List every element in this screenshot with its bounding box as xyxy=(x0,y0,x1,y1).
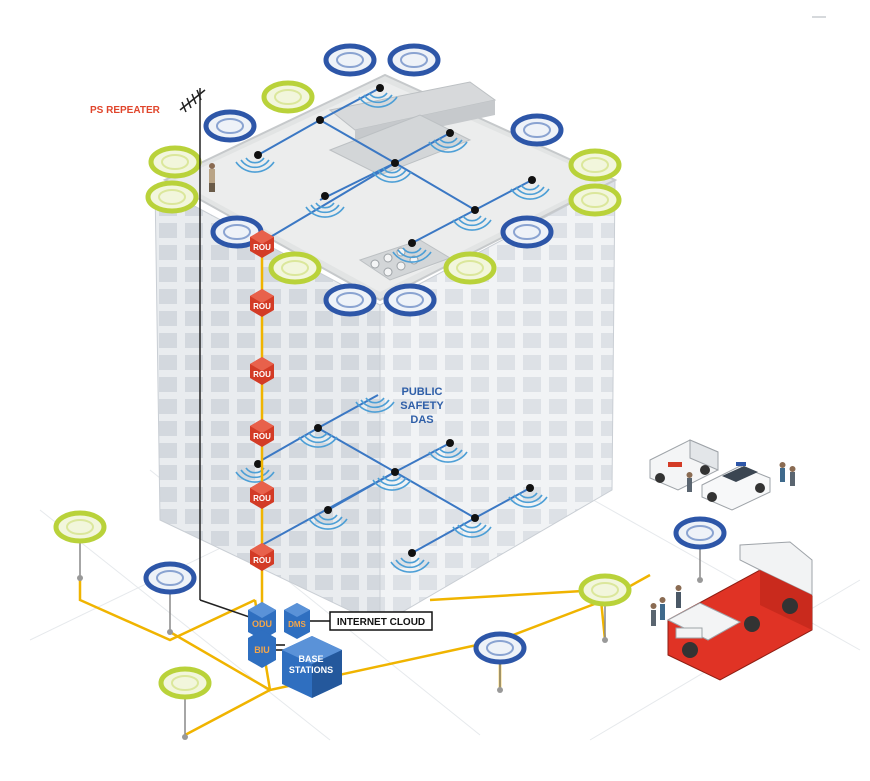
ps-repeater-label: PS REPEATER xyxy=(90,105,161,116)
floor-das-nodes xyxy=(254,424,534,557)
svg-text:ROU: ROU xyxy=(253,494,271,503)
rou-unit: ROU xyxy=(250,419,274,447)
public-safety-das-label: PUBLIC SAFETY DAS xyxy=(400,386,444,426)
ambulance-icon xyxy=(649,439,719,491)
svg-text:ROU: ROU xyxy=(253,370,271,379)
rou-unit: ROU xyxy=(250,543,274,571)
svg-text:DAS: DAS xyxy=(410,414,433,426)
rou-unit: ROU xyxy=(250,357,274,385)
dms-label: DMS xyxy=(288,620,306,629)
svg-text:PUBLIC: PUBLIC xyxy=(402,386,443,398)
base-stations-label-line2: STATIONS xyxy=(289,665,333,675)
odu-label: ODU xyxy=(252,619,272,629)
svg-text:SAFETY: SAFETY xyxy=(400,400,444,412)
rou-unit: ROU xyxy=(250,481,274,509)
head-end-equipment: ODU BIU DMS BASE STATIONS xyxy=(248,602,342,698)
roof-das-nodes xyxy=(254,84,536,247)
biu-label: BIU xyxy=(254,645,270,655)
fire-truck-icon xyxy=(666,541,813,681)
rou-units: ROU ROU ROU ROU ROU ROU xyxy=(250,230,274,571)
person-icon xyxy=(650,462,796,626)
svg-text:ROU: ROU xyxy=(253,243,271,252)
svg-text:ROU: ROU xyxy=(253,556,271,565)
rou-unit: ROU xyxy=(250,289,274,317)
svg-text:ROU: ROU xyxy=(253,432,271,441)
police-car-icon xyxy=(701,462,771,511)
rou-unit: ROU xyxy=(250,230,274,258)
svg-text:ROU: ROU xyxy=(253,302,271,311)
outdoor-antennas xyxy=(56,513,724,740)
base-stations-label-line1: BASE xyxy=(298,654,323,664)
internet-cloud-label: INTERNET CLOUD xyxy=(337,617,425,628)
person-icon xyxy=(209,163,215,192)
internet-cloud-box: INTERNET CLOUD xyxy=(329,611,433,631)
